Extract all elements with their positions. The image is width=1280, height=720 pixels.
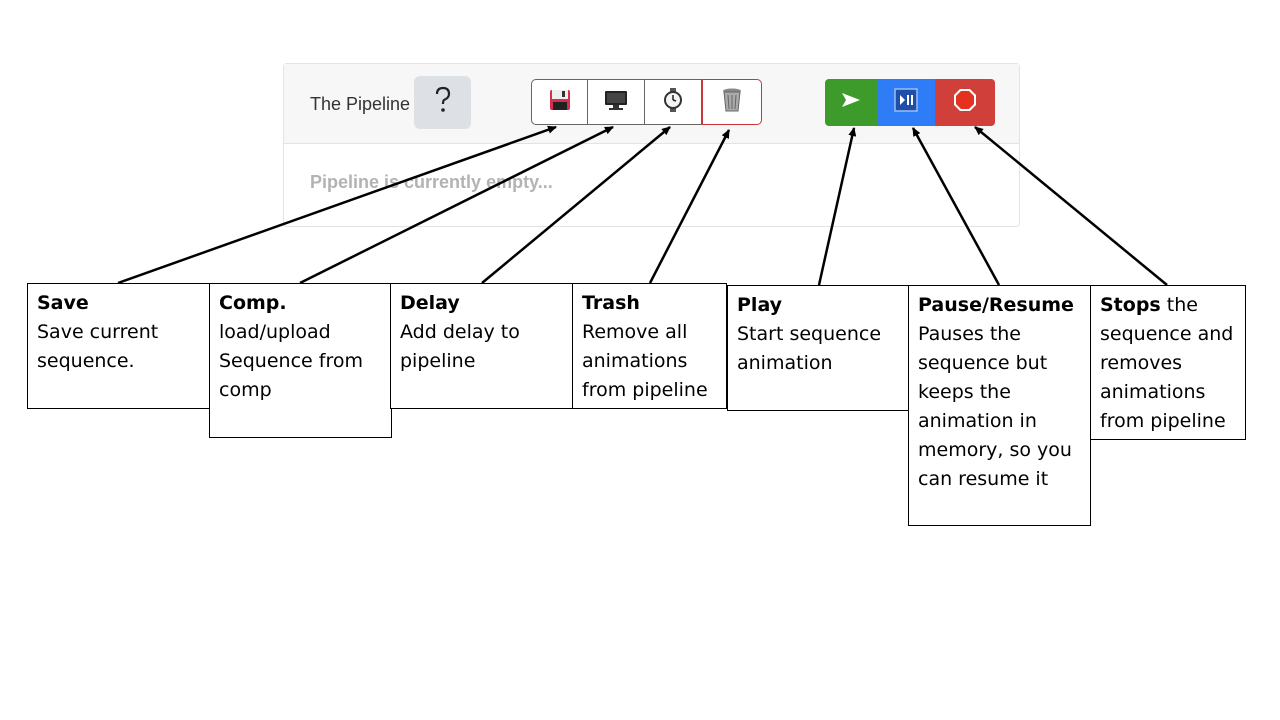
pipeline-header: The Pipeline (284, 64, 1019, 144)
play-pause-icon (894, 88, 918, 117)
save-button[interactable] (531, 79, 588, 125)
control-button-group (825, 79, 995, 126)
arrow-delay (481, 126, 671, 284)
delay-button[interactable] (645, 79, 702, 125)
help-button[interactable] (414, 76, 471, 129)
tool-button-group (531, 79, 762, 125)
trash-annotation-text: Remove all animations from pipeline (582, 321, 708, 401)
stop-annotation: Stops the sequence and removes animation… (1090, 285, 1246, 440)
play-annotation-text: Start sequence animation (737, 323, 882, 374)
monitor-icon (603, 88, 629, 117)
arrow-comp (299, 125, 614, 285)
arrow-play (817, 127, 857, 286)
pipeline-title: The Pipeline (310, 94, 411, 114)
save-annotation: Save Save current sequence. (27, 283, 210, 409)
stop-octagon-icon (952, 87, 978, 118)
play-annotation-title: Play (737, 294, 783, 316)
arrow-save (117, 125, 557, 285)
arrow-stop (974, 126, 1168, 286)
comp-annotation-title: Comp. (219, 292, 287, 314)
delay-annotation-title: Delay (400, 292, 460, 314)
pause-annotation-title: Pause/Resume (918, 294, 1074, 316)
stop-annotation-title: Stops (1100, 294, 1161, 316)
play-button[interactable] (825, 79, 877, 126)
delay-annotation: Delay Add delay to pipeline (390, 283, 573, 409)
floppy-disk-icon (548, 88, 572, 117)
pause-annotation-text: Pauses the sequence but keeps the animat… (918, 323, 1072, 490)
trash-annotation-title: Trash (582, 292, 640, 314)
stop-button[interactable] (935, 79, 995, 126)
play-annotation: Play Start sequence animation (727, 285, 910, 411)
save-annotation-title: Save (37, 292, 89, 314)
pipeline-card: The Pipeline (283, 63, 1020, 227)
stop-annotation-text: the sequence and removes animations from… (1100, 294, 1234, 432)
pause-resume-button[interactable] (877, 79, 935, 126)
watch-icon (661, 87, 685, 118)
arrow-pause (911, 127, 1001, 286)
pause-annotation: Pause/Resume Pauses the sequence but kee… (908, 285, 1091, 526)
trash-can-icon (721, 87, 743, 118)
comp-annotation: Comp. load/upload Sequence from comp (209, 283, 392, 438)
play-arrow-icon (840, 91, 862, 114)
comp-annotation-text: load/upload Sequence from comp (219, 321, 363, 401)
comp-button[interactable] (588, 79, 645, 125)
trash-annotation: Trash Remove all animations from pipelin… (572, 283, 727, 409)
delay-annotation-text: Add delay to pipeline (400, 321, 520, 372)
arrow-trash (648, 129, 731, 284)
trash-button[interactable] (702, 79, 762, 125)
question-mark-icon (432, 85, 454, 120)
save-annotation-text: Save current sequence. (37, 321, 159, 372)
